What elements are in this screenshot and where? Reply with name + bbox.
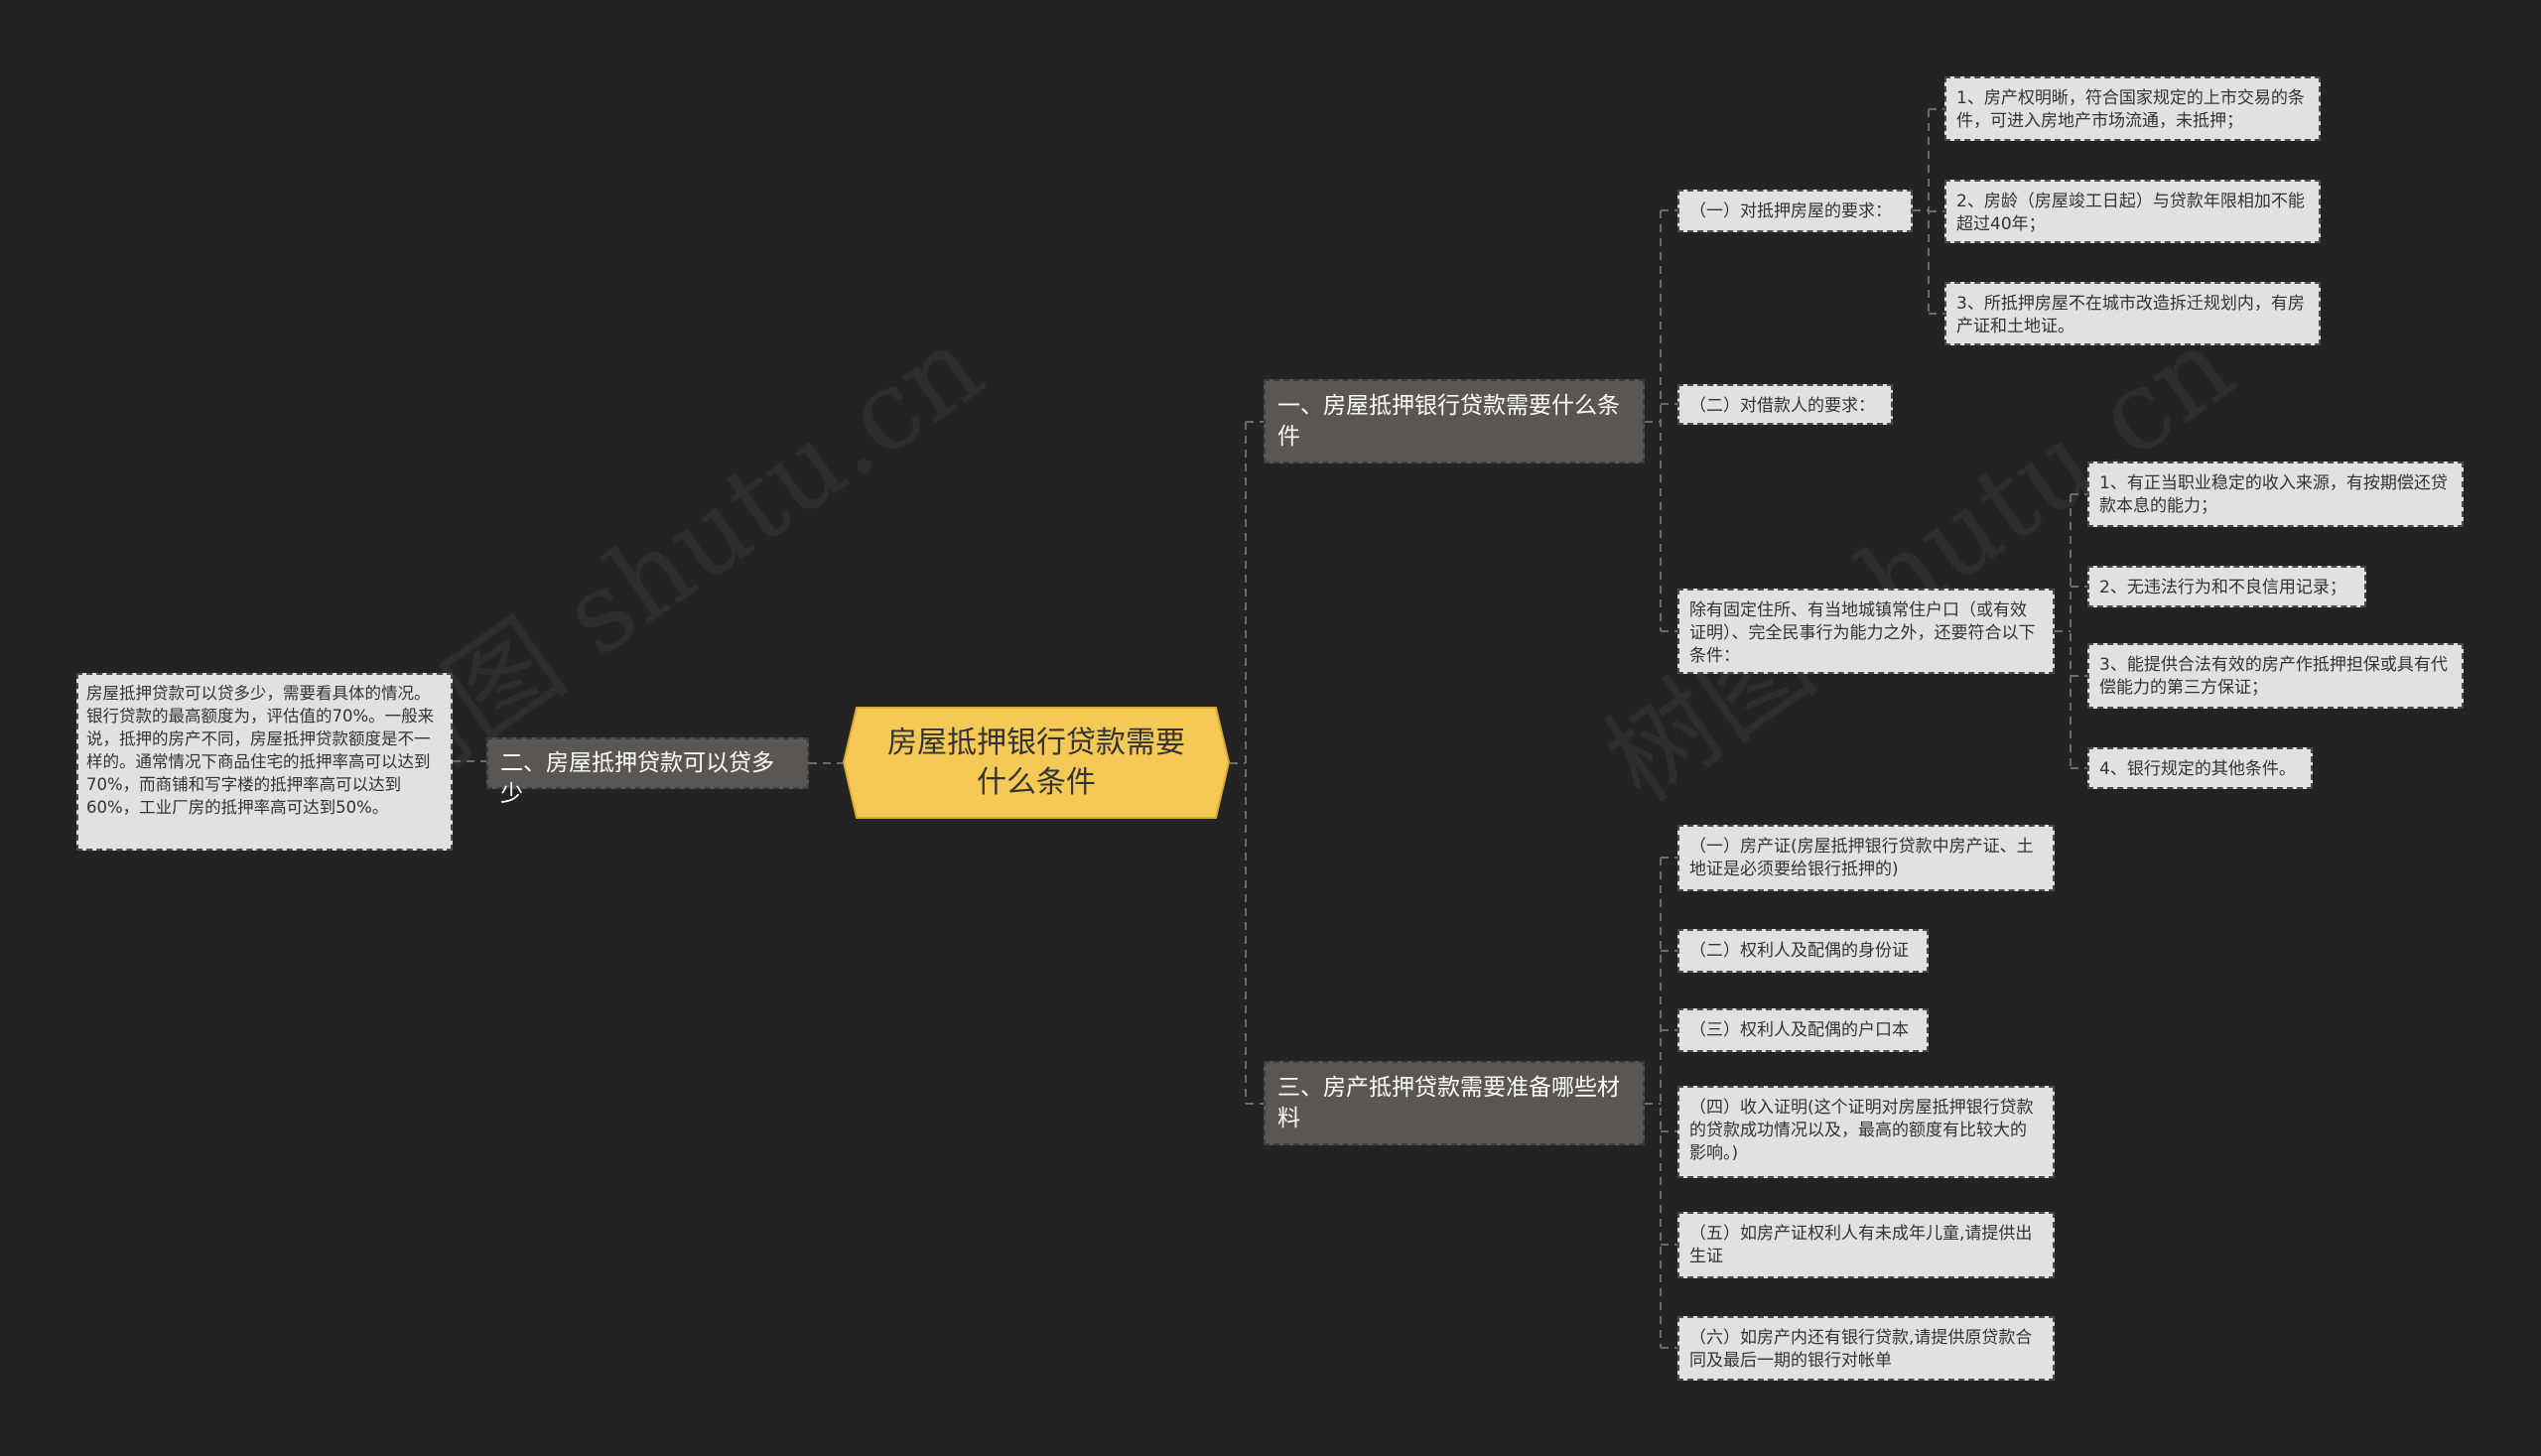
central-topic-shape <box>843 707 1230 819</box>
material-item[interactable]: （五）如房产证权利人有未成年儿童,请提供出生证 <box>1677 1212 2055 1278</box>
borrower-condition-item[interactable]: 2、无违法行为和不良信用记录； <box>2087 566 2366 607</box>
node-borrower-conditions[interactable]: 除有固定住所、有当地城镇常住户口（或有效证明）、完全民事行为能力之外，还要符合以… <box>1677 589 2055 674</box>
borrower-condition-item[interactable]: 1、有正当职业稳定的收入来源，有按期偿还贷款本息的能力； <box>2087 462 2464 527</box>
node-house-requirements[interactable]: （一）对抵押房屋的要求： <box>1677 190 1913 232</box>
house-requirement-item[interactable]: 2、房龄（房屋竣工日起）与贷款年限相加不能超过40年； <box>1944 180 2321 243</box>
branch-conditions[interactable]: 一、房屋抵押银行贷款需要什么条件 <box>1264 379 1645 463</box>
house-requirement-item[interactable]: 3、所抵押房屋不在城市改造拆迁规划内，有房产证和土地证。 <box>1944 282 2321 345</box>
material-item[interactable]: （二）权利人及配偶的身份证 <box>1677 929 1929 973</box>
borrower-condition-item[interactable]: 3、能提供合法有效的房产作抵押担保或具有代偿能力的第三方保证； <box>2087 643 2464 709</box>
material-item[interactable]: （三）权利人及配偶的户口本 <box>1677 1008 1929 1052</box>
branch-materials[interactable]: 三、房产抵押贷款需要准备哪些材料 <box>1264 1061 1645 1145</box>
central-topic[interactable]: 房屋抵押银行贷款需要什么条件 <box>843 707 1230 819</box>
material-item[interactable]: （一）房产证(房屋抵押银行贷款中房产证、土地证是必须要给银行抵押的) <box>1677 825 2055 891</box>
leaf-loan-amount-detail[interactable]: 房屋抵押贷款可以贷多少，需要看具体的情况。银行贷款的最高额度为，评估值的70%。… <box>76 673 453 851</box>
central-topic-label: 房屋抵押银行贷款需要什么条件 <box>887 725 1185 800</box>
node-borrower-requirements[interactable]: （二）对借款人的要求： <box>1677 384 1893 425</box>
material-item[interactable]: （四）收入证明(这个证明对房屋抵押银行贷款的贷款成功情况以及，最高的额度有比较大… <box>1677 1086 2055 1178</box>
house-requirement-item[interactable]: 1、房产权明晰，符合国家规定的上市交易的条件，可进入房地产市场流通，未抵押； <box>1944 76 2321 141</box>
material-item[interactable]: （六）如房产内还有银行贷款,请提供原贷款合同及最后一期的银行对帐单 <box>1677 1316 2055 1381</box>
branch-loan-amount[interactable]: 二、房屋抵押贷款可以贷多少 <box>486 737 809 807</box>
borrower-condition-item[interactable]: 4、银行规定的其他条件。 <box>2087 747 2313 789</box>
